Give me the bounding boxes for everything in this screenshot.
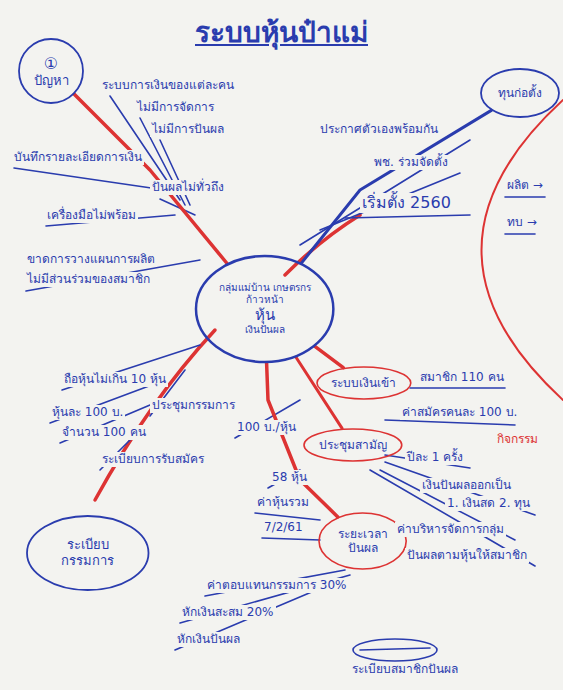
- branch-label: เริ่มตั้ง 2560: [360, 193, 453, 213]
- branch-label: ไม่มีการจัดการ: [135, 100, 216, 115]
- mind-map-circle: ประชุมสามัญ: [303, 428, 403, 462]
- mind-map-circle: ระเบียบ กรรมการ: [26, 515, 150, 591]
- branch-line: [62, 345, 200, 390]
- branch-label: ระบบการเงินของแต่ละคน: [100, 78, 236, 93]
- branch-label: ขาดการวางแผนการผลิต: [25, 252, 157, 267]
- node-text: ทุนก่อตั้ง: [498, 86, 542, 100]
- branch-label: จำนวน 100 คน: [60, 425, 148, 440]
- title: ระบบหุ้นป๋าแม่: [191, 16, 372, 49]
- mind-map-circle: ระยะเวลา ปันผล: [318, 512, 407, 570]
- node-text: ระบบเงินเข้า: [331, 376, 396, 390]
- circle-outline: [196, 256, 333, 362]
- branch-line: [385, 420, 515, 425]
- branch-label: สมาชิก 110 คน: [418, 370, 506, 385]
- circle-outline: [19, 39, 83, 103]
- branch-label: ผลิต →: [505, 178, 545, 193]
- branch-line: [505, 196, 545, 198]
- branch-label: ประชุมกรรมการ: [150, 398, 237, 413]
- branch-label: เงินปันผลออกเป็น: [420, 478, 513, 493]
- branch-label: ระเบียบการรับสมัคร: [100, 452, 206, 467]
- branch-label: ประกาศตัวเองพร้อมกัน: [318, 122, 440, 137]
- branch-label: ไม่มีส่วนร่วมของสมาชิก: [25, 272, 152, 287]
- node-text: หุ้น: [255, 306, 275, 324]
- branch-label: หักเงินปันผล: [175, 632, 242, 647]
- mind-map-circle: ระบบเงินเข้า: [316, 366, 412, 400]
- region-arc: [482, 100, 563, 400]
- branch-line: [180, 575, 350, 623]
- node-text: ระยะเวลา ปันผล: [333, 527, 393, 556]
- circle-outline: [319, 513, 406, 569]
- circle-outline: [304, 429, 402, 461]
- branch-line: [14, 168, 165, 190]
- branch-label: ค่าตอบแทนกรรมการ 30%: [205, 578, 349, 593]
- branch-label: 100 บ./หุ้น: [235, 420, 298, 435]
- branch-label: 7/2/61: [262, 520, 305, 535]
- branch-label: เครื่องมือไม่พร้อม: [45, 208, 138, 223]
- branch-label: หุ้นละ 100 บ.: [50, 405, 125, 420]
- circle-outline: [481, 69, 559, 117]
- branch-label: ค่าหุ้นรวม: [255, 495, 311, 510]
- branch-line: [370, 470, 535, 566]
- node-text: ระเบียบ กรรมการ: [45, 537, 131, 568]
- main-branch: [285, 215, 360, 275]
- node-text: กลุ่มแม่บ้าน เกษตรกรก้าวหน้า: [216, 282, 314, 306]
- branch-line: [262, 538, 320, 540]
- node-text: ประชุมสามัญ: [319, 438, 387, 452]
- branch-line: [160, 140, 190, 205]
- branch-line: [385, 462, 535, 515]
- branch-label: หักเงินสะสม 20%: [180, 605, 276, 620]
- branch-label: ค่าบริหารจัดการกลุ่ม: [395, 522, 506, 537]
- branch-label: ถือหุ้นไม่เกิน 10 หุ้น: [62, 372, 168, 387]
- branch-connector: [315, 346, 343, 367]
- branch-line: [410, 387, 505, 389]
- branch-line: [345, 215, 470, 218]
- branch-label: ปันผลตามหุ้นให้สมาชิก: [405, 548, 529, 563]
- branch-line: [235, 400, 300, 438]
- branch-label: 1. เงินสด 2. ทุน: [445, 496, 532, 511]
- mind-map-circle: กลุ่มแม่บ้าน เกษตรกรก้าวหน้าหุ้นเงินปันผ…: [195, 255, 334, 363]
- branch-label: ปันผลไม่ทั่วถึง: [150, 180, 226, 195]
- node-text: เงินปันผล: [245, 324, 285, 336]
- mind-map-circle: ทุนก่อตั้ง: [480, 68, 560, 118]
- branch-connector: [74, 94, 227, 263]
- branch-label: 58 หุ้น: [270, 470, 309, 485]
- branch-label: พช. ร่วมจัดตั้ง: [372, 155, 450, 170]
- branch-label: ระเบียบสมาชิกปันผล: [350, 662, 460, 677]
- branch-label: ไม่มีการปันผล: [150, 122, 226, 137]
- branch-label: ทบ →: [505, 215, 539, 230]
- branch-label: ปีละ 1 ครั้ง: [405, 450, 465, 465]
- branch-line: [300, 140, 470, 245]
- branch-label: ค่าสมัครคนละ 100 บ.: [400, 405, 519, 420]
- strike-line: [360, 648, 430, 650]
- mind-map-circle: ①ปัญหา: [18, 38, 84, 104]
- branch-label: กิจกรรม: [495, 432, 540, 447]
- circle-outline: [317, 367, 411, 399]
- branch-label: บันทึกรายละเอียดการเงิน: [12, 150, 144, 165]
- crossed-circle: [353, 639, 437, 661]
- branch-line: [505, 233, 535, 235]
- circle-outline: [27, 516, 149, 590]
- node-text: ①: [44, 54, 58, 73]
- branch-line: [320, 173, 460, 230]
- branch-connector: [296, 357, 342, 428]
- branch-line: [255, 513, 320, 520]
- node-text: ปัญหา: [34, 73, 69, 89]
- branch-connector: [301, 110, 491, 263]
